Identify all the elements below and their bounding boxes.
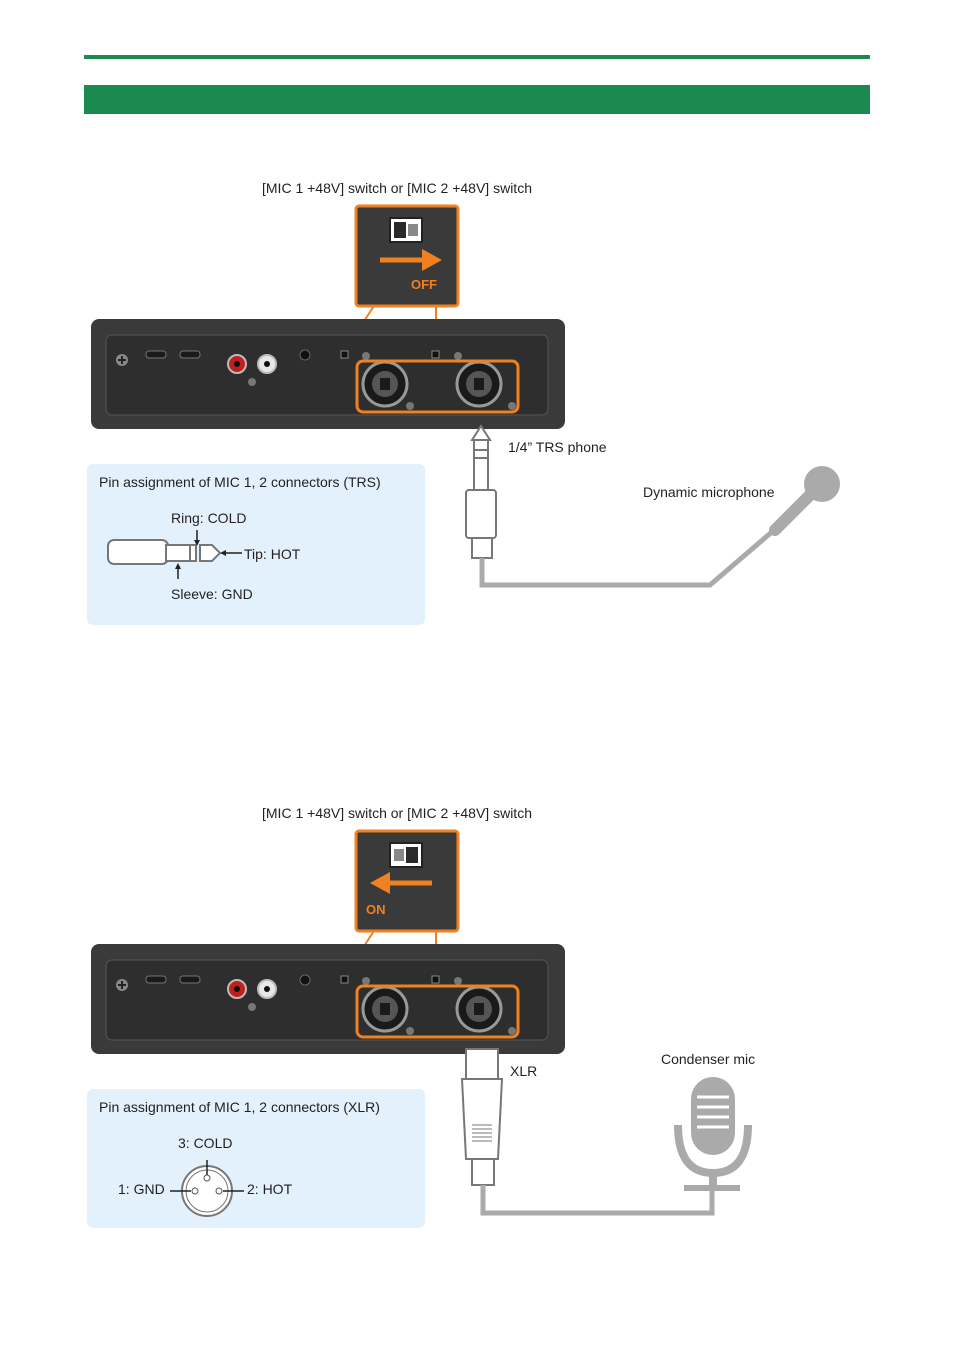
figure-condenser-mic: [MIC 1 +48V] switch or [MIC 2 +48V] swit…: [0, 625, 954, 1245]
mic-label: Condenser mic: [661, 1051, 756, 1067]
figure-condenser-mic-graphic: [87, 829, 752, 1228]
cable-label: 1/4” TRS phone: [508, 439, 607, 455]
pin-tip-label: Tip: HOT: [244, 546, 301, 562]
switch-caption: [MIC 1 +48V] switch or [MIC 2 +48V] swit…: [262, 805, 532, 821]
pin-1-label: 1: GND: [118, 1181, 165, 1197]
pin-sleeve-label: Sleeve: GND: [171, 586, 253, 602]
figure-dynamic-mic: [MIC 1 +48V] switch or [MIC 2 +48V] swit…: [0, 0, 954, 640]
pin-3-label: 3: COLD: [178, 1135, 233, 1151]
figure-dynamic-mic-graphic: [87, 204, 840, 625]
cable-label: XLR: [510, 1063, 538, 1079]
pin-box-title: Pin assignment of MIC 1, 2 connectors (X…: [99, 1099, 380, 1115]
pin-ring-label: Ring: COLD: [171, 510, 247, 526]
section-heading-band: [84, 85, 870, 114]
pin-2-label: 2: HOT: [247, 1181, 293, 1197]
switch-state-label: OFF: [411, 277, 437, 292]
switch-caption: [MIC 1 +48V] switch or [MIC 2 +48V] swit…: [262, 180, 532, 196]
header-rule: [84, 55, 870, 59]
switch-state-label: ON: [366, 902, 386, 917]
mic-label: Dynamic microphone: [643, 484, 775, 500]
pin-box-title: Pin assignment of MIC 1, 2 connectors (T…: [99, 474, 381, 490]
